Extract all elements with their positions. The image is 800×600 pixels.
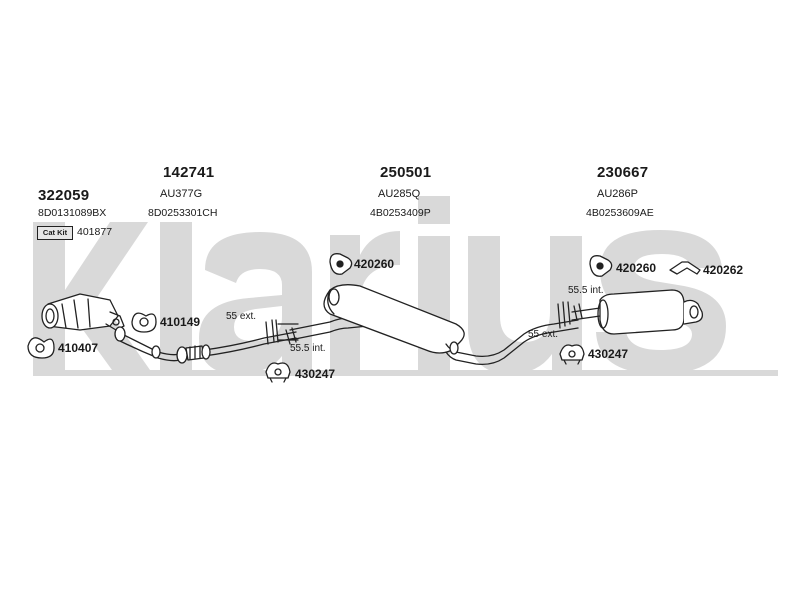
cat-part-number: 322059	[38, 187, 90, 204]
rear-silencer-oem: 4B0253609AE	[586, 207, 654, 219]
front-pipe-ref: AU377G	[160, 188, 203, 200]
fitting-420260-left-icon	[329, 253, 353, 275]
fitting-430247-left-label: 430247	[295, 367, 336, 381]
cat-oem-number: 8D0131089BX	[38, 207, 107, 219]
fitting-420260-right-icon	[589, 255, 613, 277]
front-pipe-oem: 8D0253301CH	[148, 207, 218, 219]
rear-silencer-part-number: 230667	[597, 164, 649, 181]
fitting-430247-right-label: 430247	[588, 347, 629, 361]
cat-kit-badge: Cat Kit	[37, 226, 73, 240]
cat-kit-number: 401877	[77, 226, 113, 238]
fitting-420260-left-label: 420260	[354, 257, 395, 271]
note-int-left: 55.5 int.	[290, 343, 326, 354]
centre-silencer-ref: AU285Q	[378, 188, 421, 200]
centre-silencer-oem: 4B0253409P	[370, 207, 431, 219]
fitting-420262-label: 420262	[703, 263, 744, 277]
note-ext-left: 55 ext.	[226, 311, 257, 322]
note-ext-right: 55 ext.	[528, 329, 559, 340]
joint-left	[265, 319, 299, 345]
note-int-right: 55.5 int.	[568, 285, 604, 296]
fitting-410407-icon	[27, 337, 55, 359]
rear-silencer-ref: AU286P	[597, 188, 638, 200]
catalytic-converter	[41, 293, 125, 331]
fitting-430247-left-icon	[265, 362, 291, 383]
joint-right	[557, 301, 583, 329]
fitting-420260-right-label: 420260	[616, 261, 657, 275]
fitting-410149-icon	[131, 312, 157, 333]
front-pipe	[114, 326, 297, 364]
centre-silencer	[289, 284, 579, 366]
fitting-420262-icon	[669, 261, 701, 275]
fitting-410407-label: 410407	[58, 341, 99, 355]
rear-silencer	[571, 289, 704, 335]
fitting-430247-right-icon	[559, 344, 585, 365]
centre-silencer-part-number: 250501	[380, 164, 432, 181]
front-pipe-part-number: 142741	[163, 164, 215, 181]
fitting-410149-label: 410149	[160, 315, 201, 329]
